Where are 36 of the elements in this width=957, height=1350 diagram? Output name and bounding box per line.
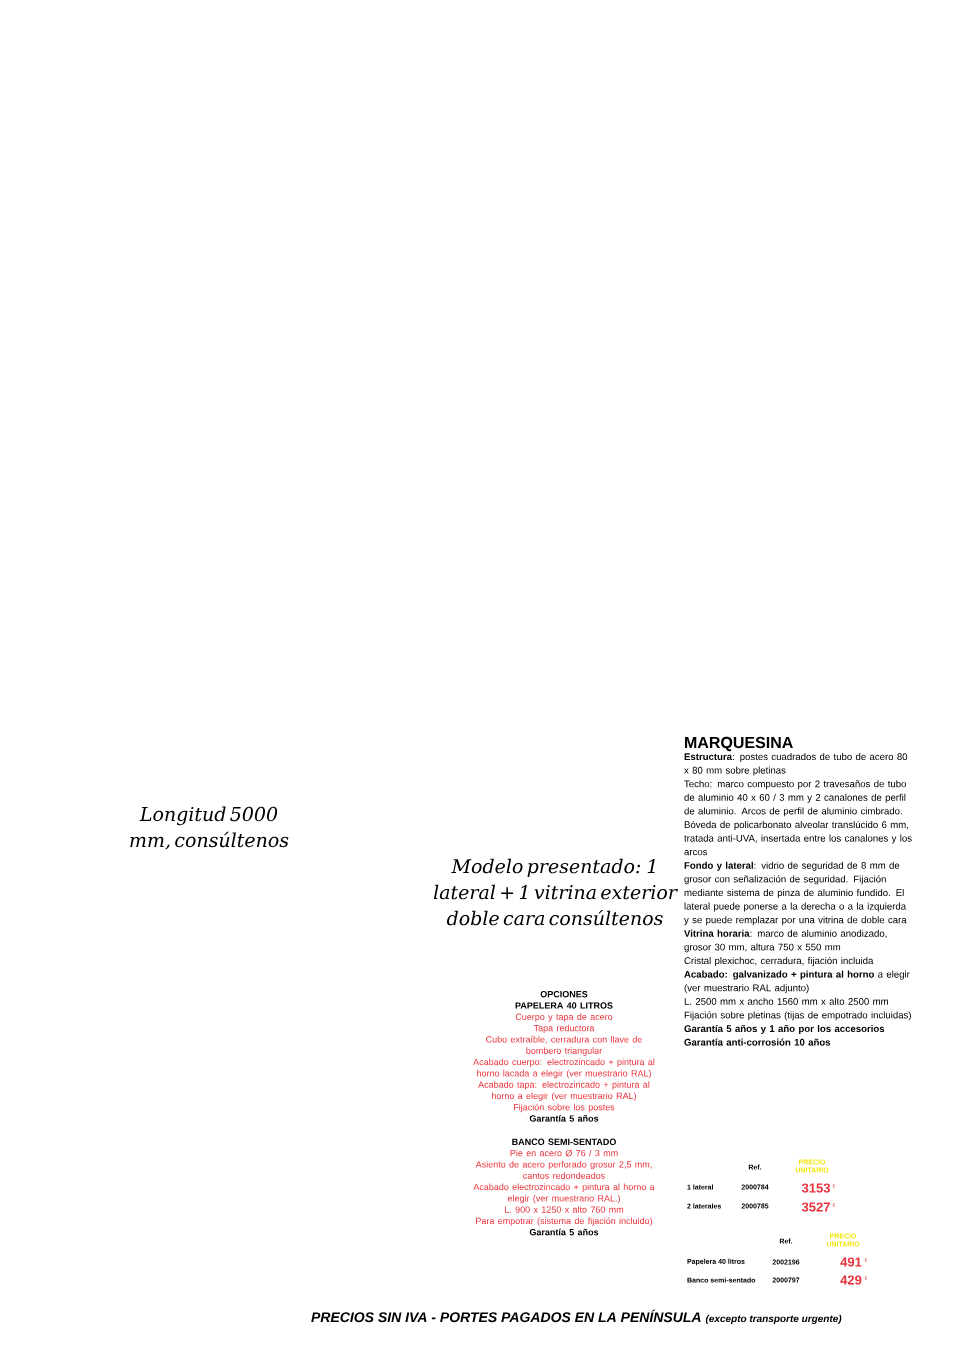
option-text: Acabado tapa: electrozincado + pintura al horno a elegir (ver muestrario RAL) <box>478 1081 650 1101</box>
option-text: Para empotrar (sistema de fijación incluido) <box>476 1217 653 1226</box>
option-text: Fijación sobre los postes <box>513 1103 615 1113</box>
product-title: MARQUESINA <box>685 736 793 752</box>
handwritten-note: Longitud 5000 mm, consúltenos <box>130 806 289 850</box>
spec-text: Garantía anti-corrosión 10 años <box>684 1038 831 1046</box>
spec-text: Cristal plexichoc, cerradura, fijación incluida <box>684 956 874 966</box>
option-heading: PAPELERA 40 LITROS <box>515 1002 613 1009</box>
spec-text: Acabado: galvanizado + pintura al horno a elegir (ver muestrario RAL adjunto) <box>684 970 910 994</box>
spec-text: Fijación sobre pletinas (tijas de empotrado incluidas) <box>684 1011 911 1021</box>
warranty-note: Garantía 5 años <box>529 1115 599 1122</box>
warranty-note: Garantía 5 años <box>529 1228 599 1236</box>
spec-text: L. 2500 mm x ancho 1560 mm x alto 2500 mm <box>684 997 888 1005</box>
footer-note: PRECIOS SIN IVA - PORTES PAGADOS EN LA PENÍNSULA <box>311 1309 701 1323</box>
footer-note: (excepto transporte urgente) <box>705 1314 842 1325</box>
spec-text: Bóveda de policarbonato alveolar translúcido 6 mm, tratada anti-UVA, insertada entre los canalones y los arcos <box>684 820 912 856</box>
option-heading: BANCO SEMI-SENTADO <box>512 1138 616 1145</box>
price: 3527 <box>801 1202 830 1212</box>
spec-text: Estructura: postes cuadrados de tubo de acero 80 x 80 mm sobre pletinas <box>684 753 908 776</box>
price: 429 <box>840 1275 862 1285</box>
option-text: Cuerpo y tapa de acero <box>515 1013 613 1022</box>
option-text: L. 900 x 1250 x alto 760 mm <box>505 1206 624 1213</box>
option-text: Acabado cuerpo: electrozincado + pintura al horno lacada a elegir (ver muestrario RAL) <box>473 1058 655 1079</box>
spec-text: Garantía 5 años y 1 año por los accesorios <box>684 1024 885 1034</box>
option-heading: OPCIONES <box>540 991 588 998</box>
option-text: Tapa reductora <box>533 1024 595 1034</box>
spec-text: Vitrina horaria: marco de aluminio anodizado, grosor 30 mm, altura 750 x 550 mm <box>684 929 887 953</box>
option-text: Acabado electrozincado + pintura al horno a elegir (ver muestrario RAL.) <box>473 1183 655 1204</box>
price: 491 <box>840 1257 862 1267</box>
price: 3153 <box>801 1183 830 1193</box>
option-text: Asiento de acero perforado grosor 2,5 mm, cantos redondeados <box>475 1160 652 1179</box>
spec-text: Fondo y lateral: vidrio de seguridad de 8 mm de grosor con señalización de seguridad. Fijación mediante sistema de pinza de aluminio fundido. El lateral puede ponerse a la derecha o a la izquierda y se puede remplazar por una vitrina de doble cara <box>684 861 907 926</box>
spec-text: Techo: marco compuesto por 2 travesaños de tubo de aluminio 40 x 60 / 3 mm y 2 canalones de perfil de aluminio. Arcos de perfil de aluminio cimbrado. <box>684 780 906 817</box>
option-text: Cubo extraíble, cerradura con llave de bombero triangular <box>486 1035 642 1056</box>
option-text: Pie en acero Ø 76 / 3 mm <box>510 1149 618 1157</box>
handwritten-note: Modelo presentado: 1 lateral + 1 vitrina exterior doble cara consúltenos <box>433 858 678 926</box>
